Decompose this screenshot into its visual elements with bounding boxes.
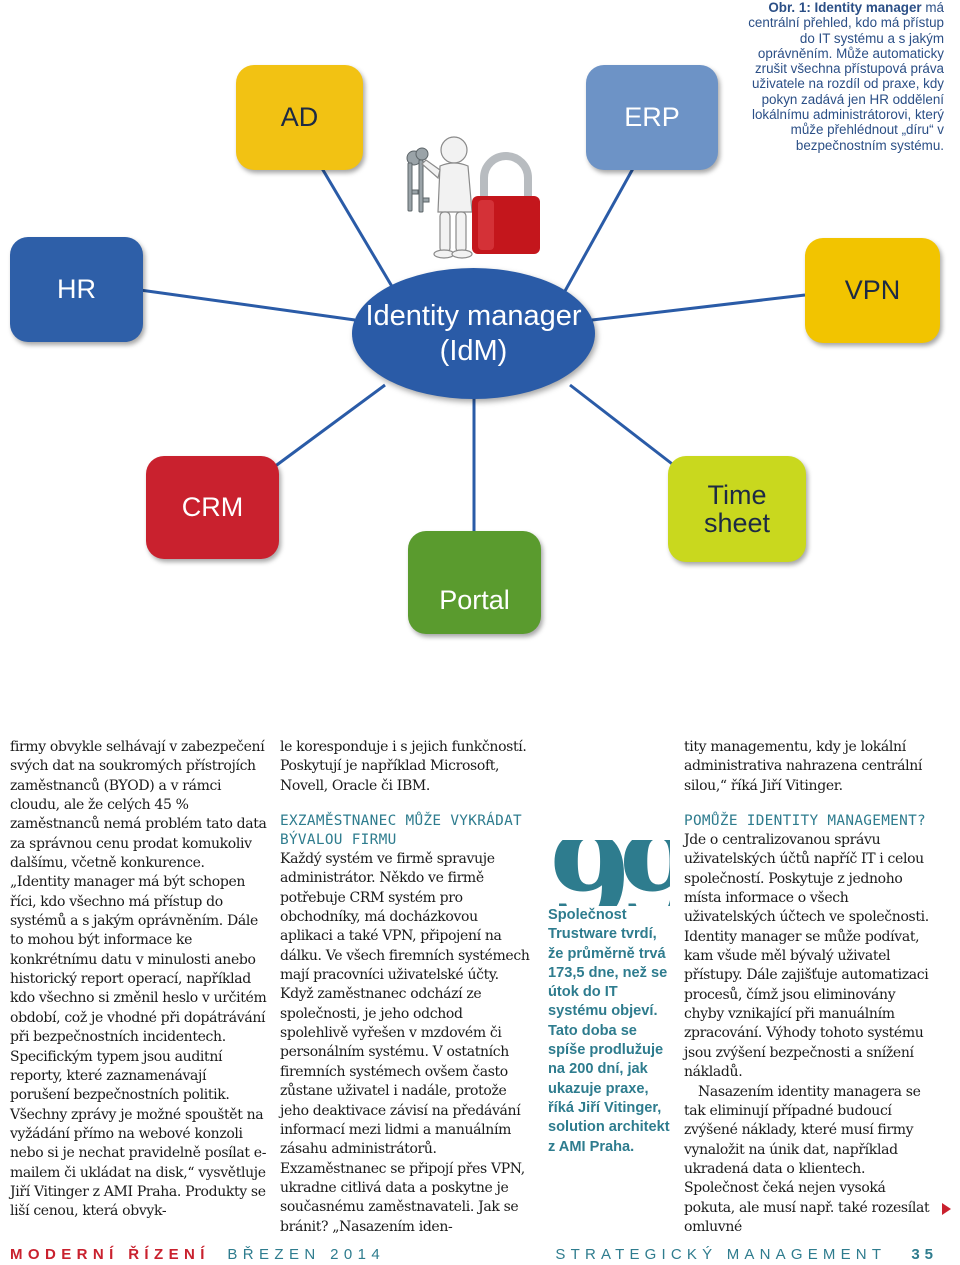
page-number: 35 [911,1246,938,1263]
diagram-node-crm: CRM [146,456,279,559]
center-label-line1: Identity manager [365,299,582,332]
caption-label: Obr. 1: Identity manager [768,0,922,15]
footer-right: STRATEGICKÝ MANAGEMENT 35 [555,1246,938,1263]
padlock-icon [472,152,540,254]
connector-erp [558,164,637,301]
diagram-connectors [139,164,806,533]
col2-subheading: EXZAMĚSTNANEC MŮŽE VYKRÁDAT BÝVALOU FIRM… [280,813,523,849]
connector-hr [139,288,356,322]
connector-vpn [591,293,806,322]
node-label-hr: HR [57,274,96,305]
diagram-node-ad: AD [236,65,363,170]
footer-section: MODERNÍ ŘÍZENÍ [10,1246,210,1263]
node-label-sheet: sheet [703,508,771,538]
caption-text: má centrální přehled, kdo má přístup do … [748,0,944,153]
diagram-node-time-sheet: Time sheet [668,456,806,562]
quote-mark-icon: 99 [548,840,670,906]
pull-quote: 99 Společnost Trustware tvrdí, že průměr… [548,840,670,1157]
center-label-line2: (IdM) [439,334,508,367]
keys-icon [406,147,430,213]
diagram-node-vpn: VPN [805,238,940,343]
col1-paragraph-1: firmy obvykle selhávají v zabezpečení sv… [10,739,267,872]
node-label-time: Time [707,479,767,510]
footer-left: MODERNÍ ŘÍZENÍ BŘEZEN 2014 [10,1246,385,1263]
connector-time [569,383,681,472]
diagram-node-hr: HR [10,237,143,342]
diagram-node-portal: Portal [408,531,541,634]
col4-paragraph-1: tity managementu, kdy je lokální adminis… [684,739,922,794]
article-column-4: tity managementu, kdy je lokální adminis… [684,738,934,1237]
footer-date: BŘEZEN 2014 [227,1246,386,1263]
padlock-figure-illustration [406,136,540,259]
node-label-vpn: VPN [844,275,901,306]
diagram-center-idm: Identity manager (IdM) [352,268,595,399]
article-column-2: le koresponduje i s jejich funkčností. P… [280,738,530,1237]
col4-subheading: POMŮŽE IDENTITY MANAGEMENT? [684,813,927,830]
connector-ad [318,164,402,301]
pull-quote-text: Společnost Trustware tvrdí, že průměrně … [548,907,670,1155]
connector-crm [269,383,386,472]
figure-caption: Obr. 1: Identity manager má centrální př… [744,0,944,153]
col2-paragraph-2: Každý systém ve firmě spravuje administr… [280,851,530,1235]
figure-icon [421,136,473,259]
diagram-node-erp: ERP [586,65,718,170]
col1-paragraph-2: „Identity manager má být schopen říci, k… [10,874,267,1220]
article-column-1: firmy obvykle selhávají v zabezpečení sv… [10,738,268,1222]
node-label-crm: CRM [181,492,244,523]
footer-category: STRATEGICKÝ MANAGEMENT [555,1246,886,1263]
continue-arrow-icon [942,1203,951,1215]
col4-paragraph-2: Jde o centralizovanou správu uživatelský… [684,832,929,1081]
col2-paragraph-1: le koresponduje i s jejich funkčností. P… [280,739,527,794]
node-label-erp: ERP [624,102,680,133]
node-label-portal: Portal [439,584,510,615]
node-label-ad: AD [280,102,319,133]
col4-paragraph-3: Nasazením identity managera se tak elimi… [684,1083,930,1235]
